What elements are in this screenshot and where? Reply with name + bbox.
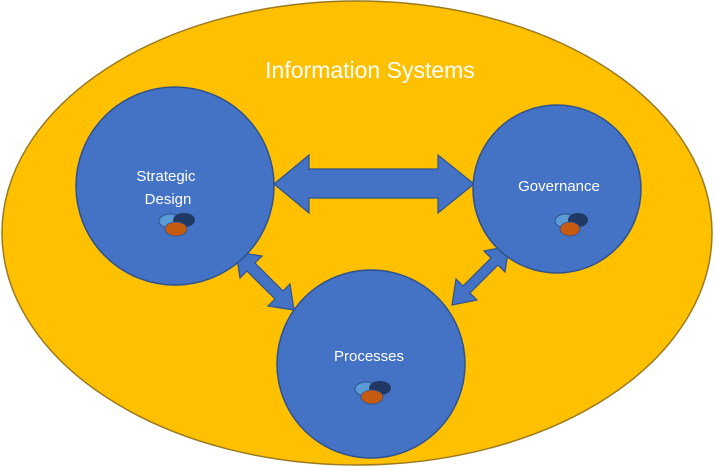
processes-node <box>276 269 466 459</box>
processes-label: Processes <box>334 348 404 365</box>
governance-node <box>472 104 642 274</box>
strategic-design-node <box>75 86 275 286</box>
governance-label: Governance <box>518 178 600 195</box>
diagram-title: Information Systems <box>265 57 475 83</box>
strategic-design-label: Strategic Design <box>136 168 199 208</box>
strategic-design-label-line2: Design <box>145 191 192 208</box>
venn-icon <box>554 213 588 237</box>
venn-icon <box>354 381 391 405</box>
venn-icon <box>158 213 195 237</box>
strategic-design-label-line1: Strategic <box>136 168 196 185</box>
double-arrow-governance-processes <box>451 245 510 306</box>
